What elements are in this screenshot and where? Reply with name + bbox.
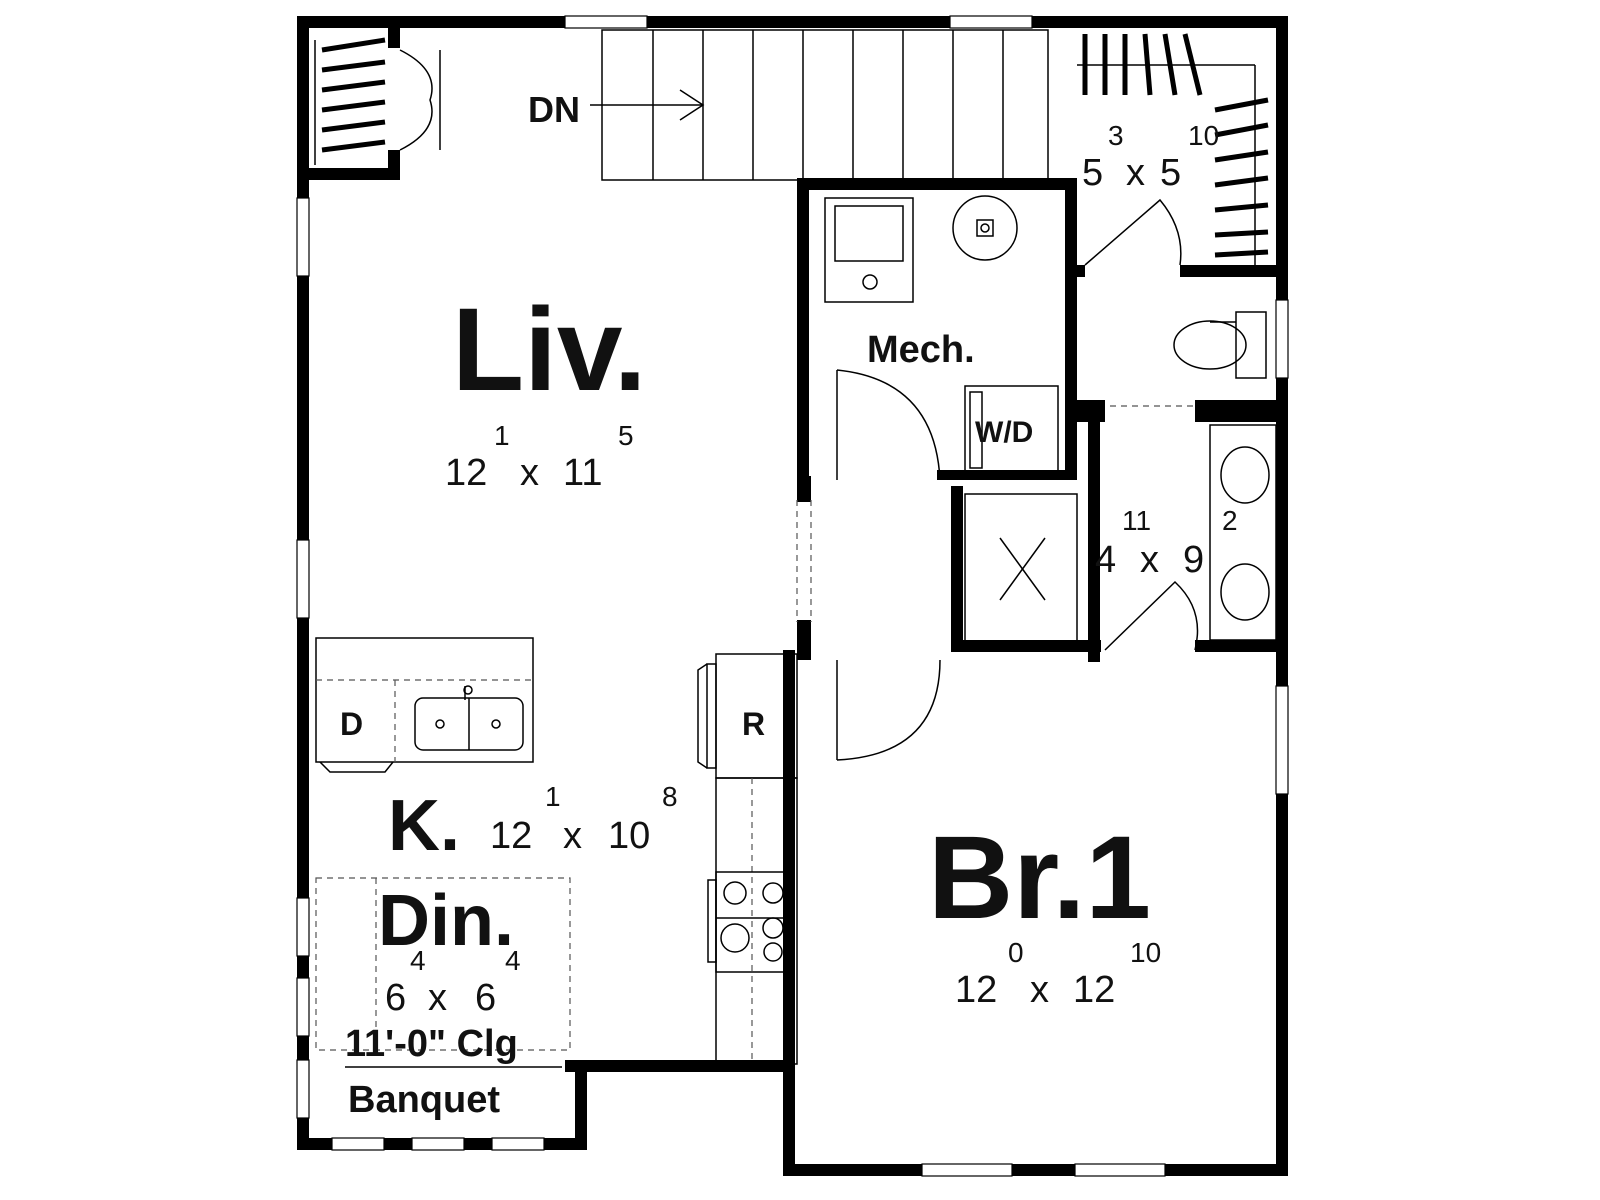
dim-din-x: x <box>428 977 447 1019</box>
banquet-label: Banquet <box>348 1079 500 1121</box>
dim-kit-w-in: 1 <box>545 781 561 812</box>
windows <box>296 15 1289 1177</box>
dim-bath-l-in: 2 <box>1222 505 1238 536</box>
dim-closet-l-in: 10 <box>1188 120 1219 151</box>
fridge-label: R <box>742 706 765 742</box>
stairs: DN <box>528 29 1049 181</box>
dishwasher-label: D <box>340 706 363 742</box>
dim-kit-l: 10 <box>608 815 650 857</box>
room-label-br1: Br.1 <box>928 812 1151 944</box>
closet-upper-right <box>1077 33 1269 266</box>
dim-din-w: 6 <box>385 977 406 1019</box>
interior-walls <box>309 28 1285 662</box>
closet-upper-left <box>314 37 441 165</box>
dim-br1-l: 12 <box>1073 969 1115 1011</box>
dim-closet-w: 5 <box>1082 152 1103 194</box>
bedroom-door <box>796 500 941 761</box>
dim-bath-w: 4 <box>1095 539 1116 581</box>
dim-liv-l-in: 5 <box>618 420 634 451</box>
dim-br1-x: x <box>1030 969 1049 1011</box>
mech-fixtures <box>824 195 1059 481</box>
dim-kit-w: 12 <box>490 815 532 857</box>
dim-bath-x: x <box>1140 539 1159 581</box>
room-label-liv: Liv. <box>452 284 647 416</box>
dining-fixtures <box>315 877 571 1068</box>
dim-br1-w: 12 <box>955 969 997 1011</box>
stair-down-label: DN <box>528 89 580 130</box>
dim-din-w-in: 4 <box>410 945 426 976</box>
washer-dryer-label: W/D <box>975 416 1033 449</box>
ceiling-height-label: 11'-0" Clg <box>345 1023 518 1065</box>
dim-br1-w-in: 0 <box>1008 937 1024 968</box>
dim-liv-w-in: 1 <box>494 420 510 451</box>
dim-closet-w-in: 3 <box>1108 120 1124 151</box>
room-label-mech: Mech. <box>867 329 975 371</box>
dim-closet-x: x <box>1126 152 1145 194</box>
dim-bath-l: 9 <box>1183 539 1204 581</box>
dim-liv-x: x <box>520 452 539 494</box>
dim-din-l-in: 4 <box>505 945 521 976</box>
room-label-dining: Din. <box>378 881 514 961</box>
dim-din-l: 6 <box>475 977 496 1019</box>
kitchen-fixtures <box>315 637 798 1065</box>
dim-liv-w: 12 <box>445 452 487 494</box>
dim-bath-w-in: 11 <box>1122 505 1151 536</box>
dim-liv-l: 11 <box>563 452 602 494</box>
bath-fixtures <box>964 311 1277 651</box>
dim-kit-x: x <box>563 815 582 857</box>
dim-br1-l-in: 10 <box>1130 937 1161 968</box>
room-label-kitchen: K. <box>388 786 460 866</box>
dim-kit-l-in: 8 <box>662 781 678 812</box>
dim-closet-l: 5 <box>1160 152 1181 194</box>
